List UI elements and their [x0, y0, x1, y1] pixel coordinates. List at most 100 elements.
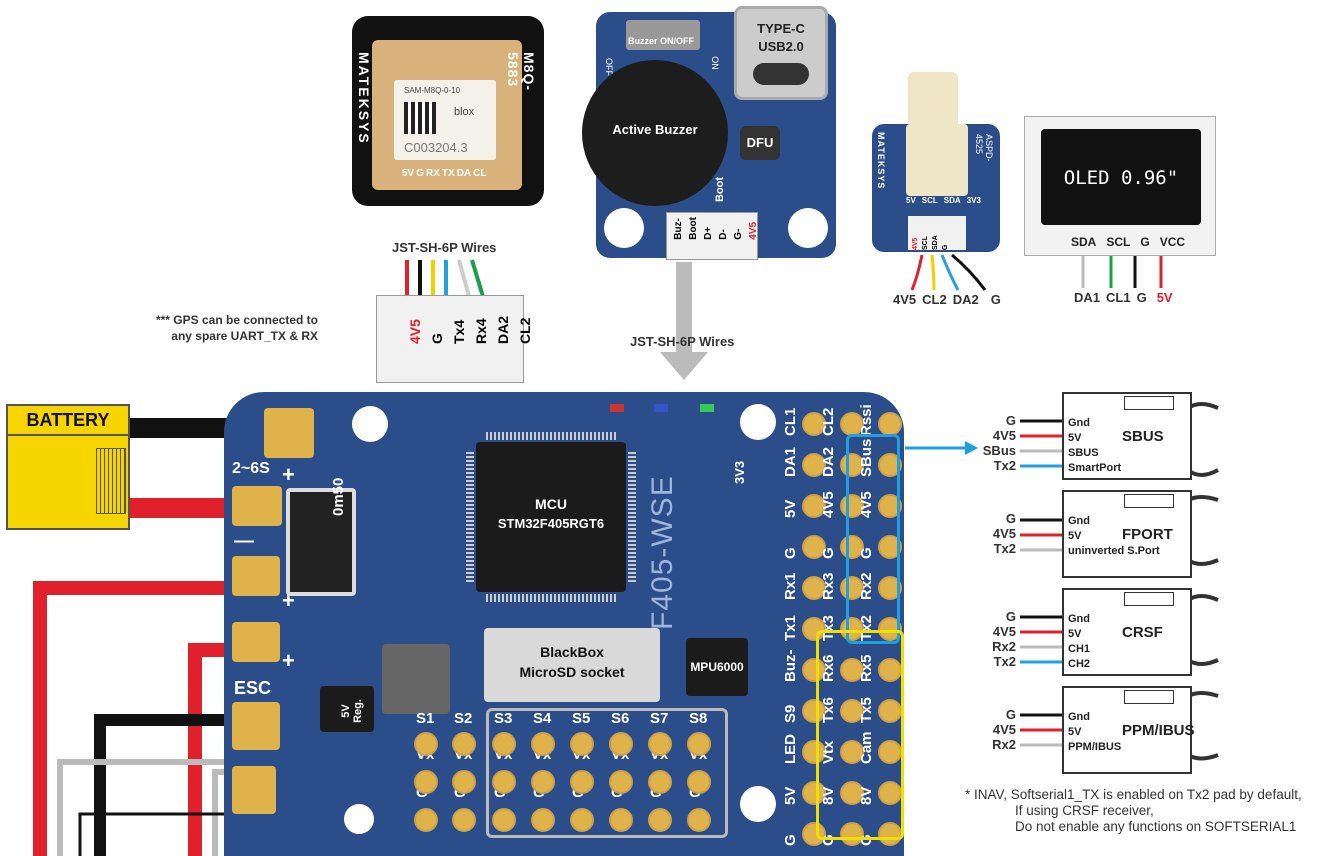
pad-col2-4[interactable]	[840, 576, 864, 600]
mcu-pins-left	[466, 452, 474, 582]
receiver-connector	[1124, 494, 1174, 508]
buzzer-switch[interactable]: Buzzer ON/OFF	[626, 20, 700, 50]
pad-col1-3[interactable]	[802, 535, 826, 559]
receiver-antennas	[1186, 402, 1219, 761]
servo-pad-6-0[interactable]	[648, 732, 672, 756]
pad-col1-9[interactable]	[802, 781, 826, 805]
pad-col2-1[interactable]	[840, 453, 864, 477]
gps-chip-code: C003204.3	[404, 140, 468, 155]
pad-col3-0[interactable]	[878, 412, 902, 436]
pad-col1-2[interactable]	[802, 494, 826, 518]
airspeed-wire-label: CL2	[922, 292, 947, 307]
servo-pad-1-1[interactable]	[452, 770, 476, 794]
gps-conn-pin: CL2	[517, 317, 533, 345]
airspeed-board: MATEKSYS ASPD-4525 5V SCL SDA 3V3 4V5 SC…	[872, 124, 1000, 252]
pad-label: S9	[782, 704, 799, 723]
servo-label: S2	[454, 710, 473, 727]
servo-pad-0-1[interactable]	[414, 770, 438, 794]
flight-controller: 2~6S + — + + ESC 0m50 5V Reg. MCU STM32F…	[224, 392, 904, 856]
servo-pad-2-2[interactable]	[492, 808, 516, 832]
servo-pad-4-1[interactable]	[570, 770, 594, 794]
battery-minus-label: —	[234, 530, 254, 552]
pad-col1-8[interactable]	[802, 740, 826, 764]
servo-pad-3-0[interactable]	[531, 732, 555, 756]
pad-col2-7[interactable]	[840, 699, 864, 723]
esc-gnd-pad-2[interactable]	[232, 766, 276, 814]
servo-pad-5-0[interactable]	[609, 732, 633, 756]
pad-col2-10[interactable]	[840, 822, 864, 846]
pad-col2-8[interactable]	[840, 740, 864, 764]
pad-col2-3[interactable]	[840, 535, 864, 559]
pad-col1-1[interactable]	[802, 453, 826, 477]
servo-pad-7-1[interactable]	[687, 770, 711, 794]
pad-col2-9[interactable]	[840, 781, 864, 805]
buzzer-board: Buzzer ON/OFF OFF ON TYPE-C USB2.0 Activ…	[582, 6, 836, 260]
servo-highlight	[486, 708, 728, 838]
servo-pad-4-0[interactable]	[570, 732, 594, 756]
servo-pad-3-2[interactable]	[531, 808, 555, 832]
battery-pos-pad[interactable]	[232, 486, 282, 526]
servo-pad-1-2[interactable]	[452, 808, 476, 832]
gps-pin: TX	[441, 168, 455, 179]
uart-highlight	[816, 630, 904, 840]
pad-col1-0[interactable]	[802, 412, 826, 436]
pad-col1-10[interactable]	[802, 822, 826, 846]
pad-col2-5[interactable]	[840, 617, 864, 641]
servo-pad-4-2[interactable]	[570, 808, 594, 832]
esc-pos-pad-1[interactable]	[232, 556, 280, 596]
airspeed-wires	[910, 253, 987, 291]
oled-wires	[1081, 254, 1163, 288]
servo-pad-7-2[interactable]	[687, 808, 711, 832]
pad-col1-4[interactable]	[802, 576, 826, 600]
pad-col1-6[interactable]	[802, 658, 826, 682]
servo-pad-2-1[interactable]	[492, 770, 516, 794]
pad-label: G	[782, 547, 799, 559]
airspeed-conn-pin: SCL	[922, 236, 929, 250]
mcu-chip: MCU STM32F405RGT6	[476, 442, 626, 592]
servo-pad-3-1[interactable]	[531, 770, 555, 794]
servo-pad-0-2[interactable]	[414, 808, 438, 832]
esc-gnd-pad[interactable]	[232, 702, 280, 750]
oled-pin: G	[1140, 235, 1150, 249]
servo-pad-5-1[interactable]	[609, 770, 633, 794]
servo-pad-0-0[interactable]	[414, 732, 438, 756]
gyro-label: MPU6000	[690, 660, 744, 674]
servo-pad-6-2[interactable]	[648, 808, 672, 832]
pad-col3-10[interactable]	[878, 822, 902, 846]
servo-pad-2-0[interactable]	[492, 732, 516, 756]
servo-label: S1	[416, 710, 435, 727]
buzzer-mount-hole-right	[788, 208, 828, 248]
boot-label: Boot	[714, 176, 726, 202]
airspeed-wire-labels: 4V5 CL2 DA2 G	[893, 292, 1001, 307]
servo-pad-1-0[interactable]	[452, 732, 476, 756]
servo-pad-5-2[interactable]	[609, 808, 633, 832]
pad-col2-6[interactable]	[840, 658, 864, 682]
dfu-button[interactable]: DFU	[740, 126, 780, 160]
pad-col2-0[interactable]	[840, 412, 864, 436]
receiver-wire-label: SBus	[982, 443, 1016, 458]
footnote-line1: * INAV, Softserial1_TX is enabled on Tx2…	[965, 787, 1302, 802]
microsd-socket[interactable]: BlackBox MicroSD socket	[484, 628, 660, 702]
receiver-pin-label: Gnd	[1068, 417, 1090, 429]
pad-label: Tx1	[782, 615, 799, 641]
servo-pad-7-0[interactable]	[687, 732, 711, 756]
gps-pin: RX	[426, 168, 440, 179]
esc-pos-pad-2[interactable]	[232, 622, 280, 662]
gps-connector: 4V5 G Tx4 Rx4 DA2 CL2	[376, 295, 533, 383]
battery-neg-pad[interactable]	[264, 408, 314, 458]
buzzer-pin: Boot	[688, 217, 699, 240]
oled-module: OLED 0.96" SDA SCL G VCC	[1024, 116, 1216, 256]
pad-col1-5[interactable]	[802, 617, 826, 641]
gps-connector-labels: 4V5 G Tx4 Rx4 DA2 CL2	[407, 316, 533, 344]
receiver-wire-label: Rx2	[992, 639, 1016, 654]
pad-col1-7[interactable]	[802, 699, 826, 723]
airspeed-conn-pin: 4V5	[912, 237, 919, 250]
regulator: 5V Reg.	[320, 686, 374, 732]
active-buzzer: Active Buzzer	[582, 60, 728, 206]
pad-col2-2[interactable]	[840, 494, 864, 518]
pad-col3-8[interactable]	[878, 740, 902, 764]
usb-c-port[interactable]: TYPE-C USB2.0	[734, 6, 828, 100]
receiver-connector	[1124, 396, 1174, 410]
receiver-wire-label: 4V5	[992, 624, 1016, 639]
servo-pad-6-1[interactable]	[648, 770, 672, 794]
